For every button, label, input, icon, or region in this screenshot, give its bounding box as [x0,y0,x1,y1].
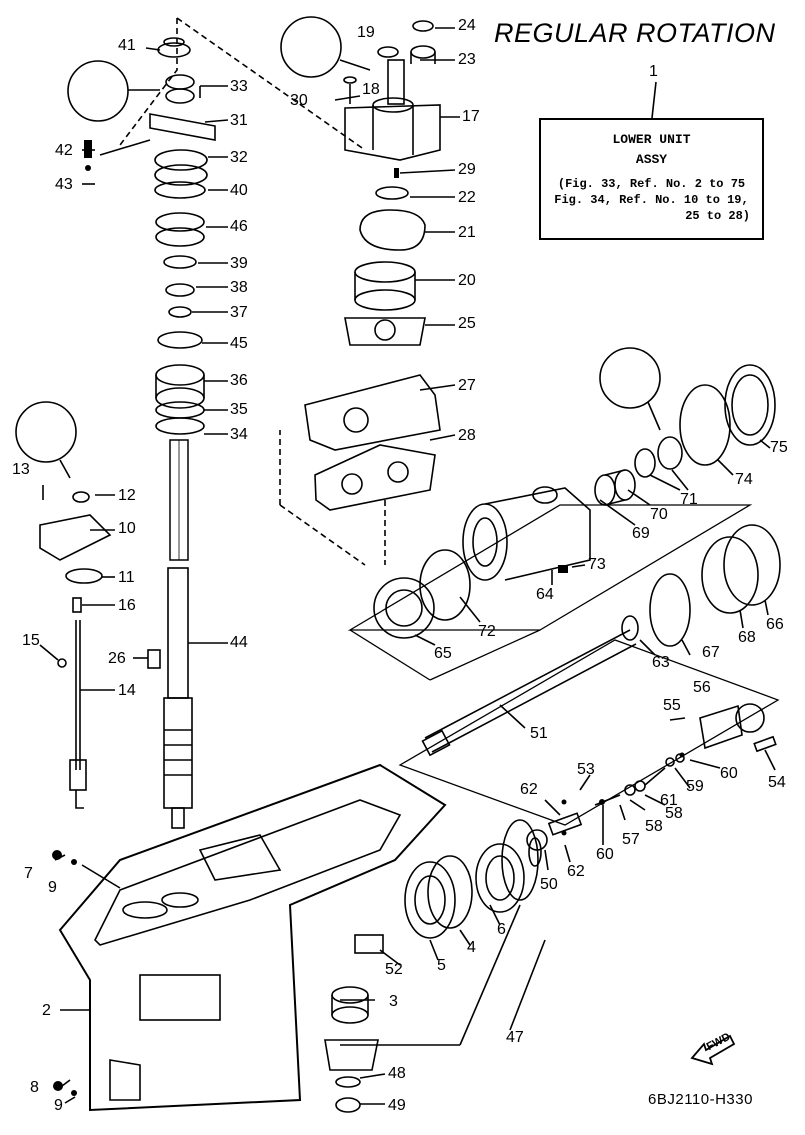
label-3: 3 [389,993,398,1010]
label-41: 41 [118,37,136,54]
label-27: 27 [458,377,476,394]
label-33: 33 [230,78,248,95]
label-26: 26 [108,650,126,667]
label-2: 2 [42,1002,51,1019]
label-8: 8 [30,1079,39,1096]
label-64: 64 [536,586,554,603]
label-37: 37 [230,304,248,321]
label-72: 72 [478,623,496,640]
assembly-ref-line3: 25 to 28) [685,209,750,223]
label-14: 14 [118,682,136,699]
assembly-ref-line2: Fig. 34, Ref. No. 10 to 19, [554,193,749,207]
label-48: 48 [388,1065,406,1082]
label-59: 59 [686,778,704,795]
label-60a: 60 [720,765,738,782]
label-56: 56 [693,679,711,696]
label-20: 20 [458,272,476,289]
label-22: 22 [458,189,476,206]
label-36: 36 [230,372,248,389]
assembly-name-line2: ASSY [635,152,668,167]
assembly-name-line1: LOWER UNIT [612,132,691,147]
label-53: 53 [577,761,595,778]
label-43: 43 [55,176,73,193]
label-60b: 60 [596,846,614,863]
label-45: 45 [230,335,248,352]
label-52: 52 [385,961,403,978]
label-16: 16 [118,597,136,614]
label-68: 68 [738,629,756,646]
label-73: 73 [588,556,606,573]
assembly-note-box: LOWER UNIT ASSY (Fig. 33, Ref. No. 2 to … [539,118,764,240]
label-19: 19 [357,24,375,41]
diagram-title: REGULAR ROTATION [494,18,776,48]
label-21: 21 [458,224,476,241]
label-46: 46 [230,218,248,235]
label-15: 15 [22,632,40,649]
label-34: 34 [230,426,248,443]
assembly-ref-line1: (Fig. 33, Ref. No. 2 to 75 [557,177,746,191]
label-24: 24 [458,17,476,34]
label-7: 7 [24,865,33,882]
label-63: 63 [652,654,670,671]
label-13: 13 [12,461,30,478]
label-62b: 62 [567,863,585,880]
label-38: 38 [230,279,248,296]
label-1: 1 [649,63,658,80]
drawing-code: 6BJ2110-H330 [648,1091,753,1108]
label-58b: 58 [645,818,663,835]
label-44: 44 [230,634,248,651]
label-28: 28 [458,427,476,444]
label-66: 66 [766,616,784,633]
label-12: 12 [118,487,136,504]
label-31: 31 [230,112,248,129]
label-11: 11 [118,569,135,586]
label-25: 25 [458,315,476,332]
label-47: 47 [506,1029,524,1046]
label-71: 71 [680,491,698,508]
label-5: 5 [437,957,446,974]
label-42: 42 [55,142,73,159]
label-69: 69 [632,525,650,542]
label-55: 55 [663,697,681,714]
label-32: 32 [230,149,248,166]
label-4: 4 [467,939,476,956]
forward-arrow-icon [690,1034,736,1066]
label-54: 54 [768,774,786,791]
label-39: 39 [230,255,248,272]
label-35: 35 [230,401,248,418]
label-18: 18 [362,81,380,98]
label-49: 49 [388,1097,406,1114]
label-9a: 9 [48,879,57,896]
label-74: 74 [735,471,753,488]
label-40: 40 [230,182,248,199]
label-6: 6 [497,921,506,938]
label-9b: 9 [54,1097,63,1114]
label-65: 65 [434,645,452,662]
label-62a: 62 [520,781,538,798]
label-23: 23 [458,51,476,68]
forward-direction-arrow: FWD [690,1022,738,1066]
label-51: 51 [530,725,548,742]
label-30: 30 [290,92,308,109]
label-10: 10 [118,520,136,537]
label-61: 61 [660,792,678,809]
label-67: 67 [702,644,720,661]
label-70: 70 [650,506,668,523]
label-57: 57 [622,831,640,848]
label-50: 50 [540,876,558,893]
label-75: 75 [770,439,788,456]
label-58a: 58 [665,805,683,822]
label-17: 17 [462,108,480,125]
label-29: 29 [458,161,476,178]
